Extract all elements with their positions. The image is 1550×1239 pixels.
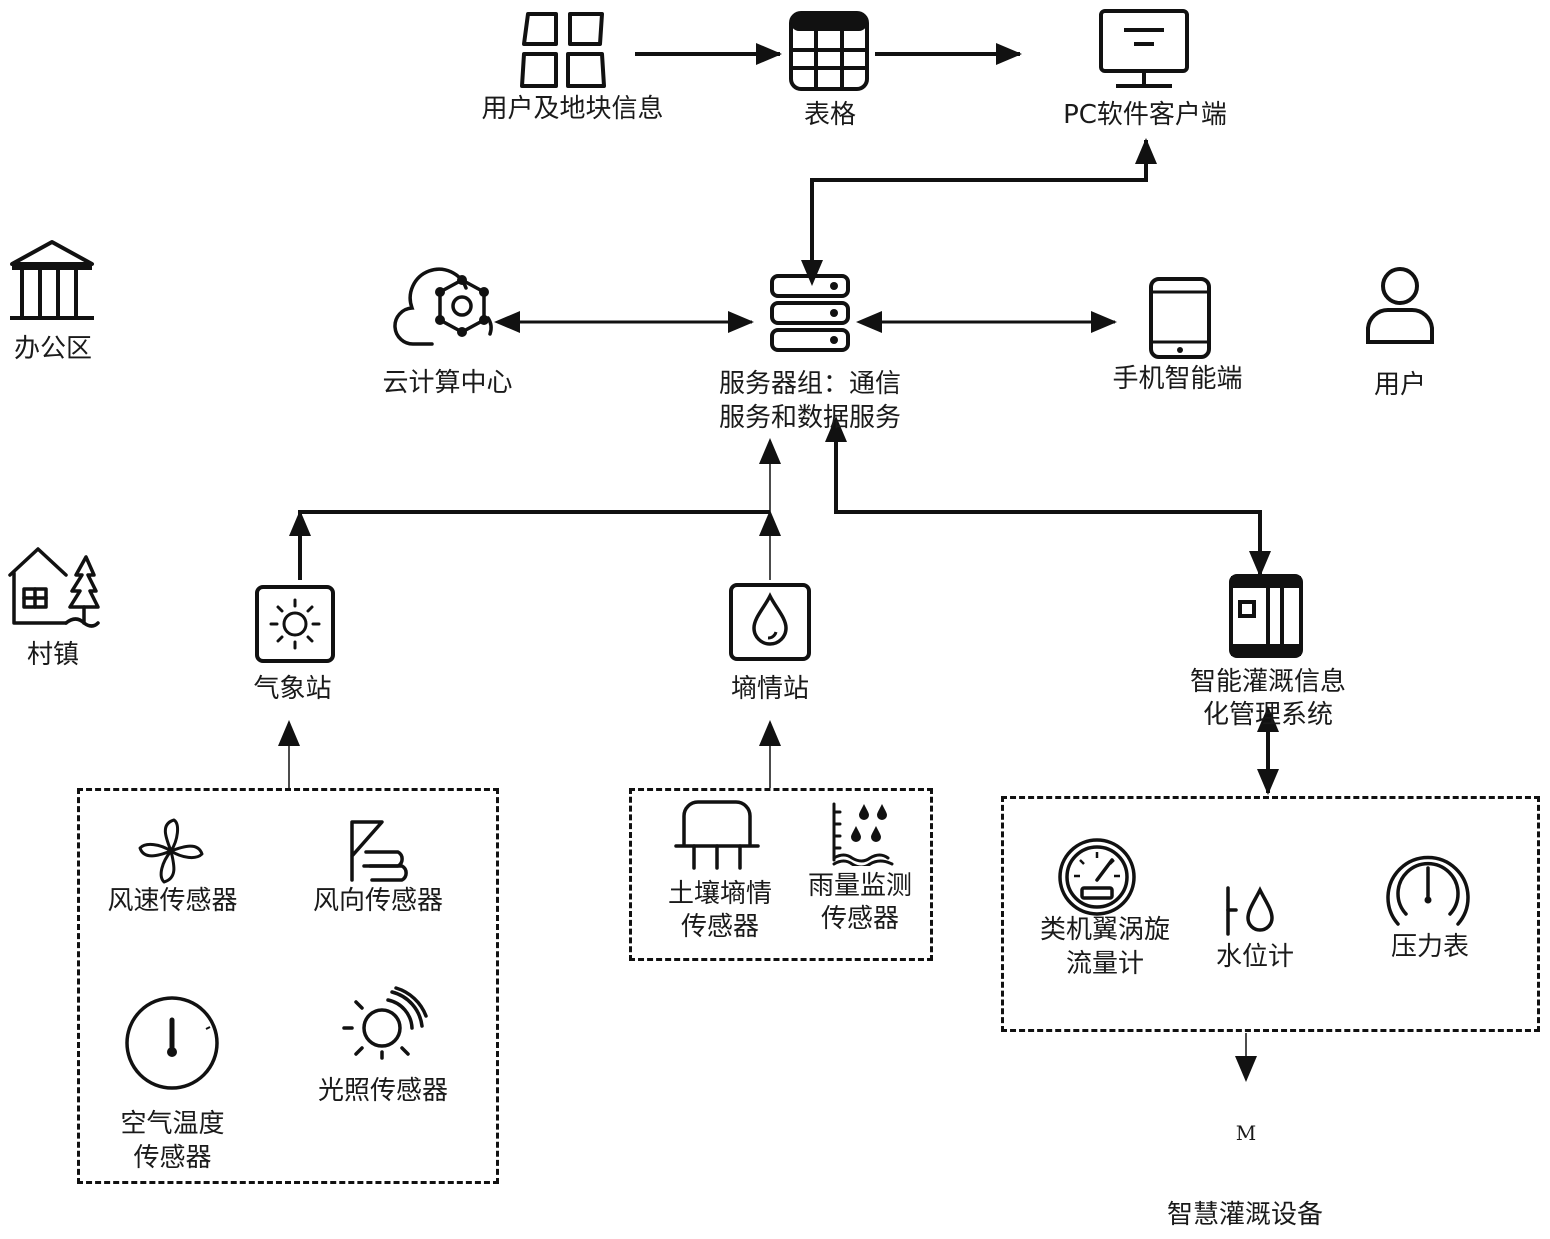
irrigation-equipment-label: 智慧灌溉设备 — [1166, 1200, 1323, 1230]
motor-symbol: M — [1235, 1121, 1257, 1145]
flowmeter-label-line1: 类机翼涡旋 — [1039, 915, 1170, 945]
water-level-icon — [1226, 886, 1274, 936]
weather-station-label: 气象站 — [253, 674, 332, 704]
flowmeter-gauge-icon — [1058, 838, 1136, 916]
flowmeter-label-line2: 流量计 — [1065, 949, 1144, 979]
pressure-gauge-label: 压力表 — [1390, 932, 1469, 962]
soil-sensor-label-line1: 土壤墒情 — [667, 879, 772, 909]
weather-sensors-group — [77, 788, 499, 1184]
irrigation-system-label-line1: 智能灌溉信息 — [1189, 667, 1346, 697]
air-temp-sensor-label-line2: 传感器 — [133, 1143, 212, 1173]
server-icon — [770, 274, 850, 352]
water-level-label: 水位计 — [1215, 942, 1294, 972]
server-group-label-line1: 服务器组：通信 — [718, 369, 901, 399]
arrow-stations-to-server — [298, 510, 770, 580]
thermometer-dial-icon — [125, 996, 219, 1090]
office-zone-label: 办公区 — [13, 334, 92, 364]
mobile-phone-icon — [1149, 277, 1211, 359]
light-sun-icon — [342, 986, 428, 1060]
arrow-server-irrigation — [825, 416, 1271, 577]
village-house-icon — [8, 547, 100, 628]
rain-gauge-icon — [832, 802, 894, 866]
user-icon — [1366, 267, 1434, 344]
fan-wind-speed-icon — [138, 818, 204, 884]
pc-client-label: PC软件客户端 — [1063, 100, 1227, 130]
irrigation-sensors-group — [1001, 796, 1540, 1032]
arrow-server-pc — [801, 138, 1157, 286]
rain-sensor-label-line1: 雨量监测 — [807, 871, 912, 901]
wind-direction-icon — [350, 820, 408, 882]
soil-sensors-group — [629, 788, 933, 961]
cabinet-system-icon — [1229, 574, 1303, 658]
wind-speed-sensor-label: 风速传感器 — [107, 886, 238, 916]
pressure-gauge-icon — [1386, 855, 1470, 926]
mobile-label: 手机智能端 — [1112, 364, 1243, 394]
air-temp-sensor-label-line1: 空气温度 — [120, 1109, 225, 1139]
monitor-icon — [1099, 9, 1189, 88]
office-building-icon — [10, 240, 94, 320]
weather-station-sun-icon — [255, 585, 335, 663]
table-label: 表格 — [803, 100, 856, 130]
light-sensor-label: 光照传感器 — [317, 1076, 448, 1106]
grid-apps-icon — [520, 12, 606, 88]
soil-sensor-label-line2: 传感器 — [680, 912, 759, 942]
irrigation-system-label-line2: 化管理系统 — [1202, 700, 1333, 730]
rain-sensor-label-line2: 传感器 — [820, 904, 899, 934]
cloud-computing-icon — [393, 267, 493, 346]
user-plot-info-label: 用户及地块信息 — [481, 94, 664, 124]
soil-probe-icon — [674, 800, 760, 870]
user-label: 用户 — [1373, 370, 1426, 400]
wind-direction-sensor-label: 风向传感器 — [312, 886, 443, 916]
village-zone-label: 村镇 — [26, 640, 79, 670]
soil-station-label: 墒情站 — [730, 674, 809, 704]
cloud-center-label: 云计算中心 — [382, 368, 513, 398]
water-drop-station-icon — [729, 583, 811, 661]
table-icon — [789, 11, 869, 91]
server-group-label-line2: 服务和数据服务 — [718, 403, 901, 433]
